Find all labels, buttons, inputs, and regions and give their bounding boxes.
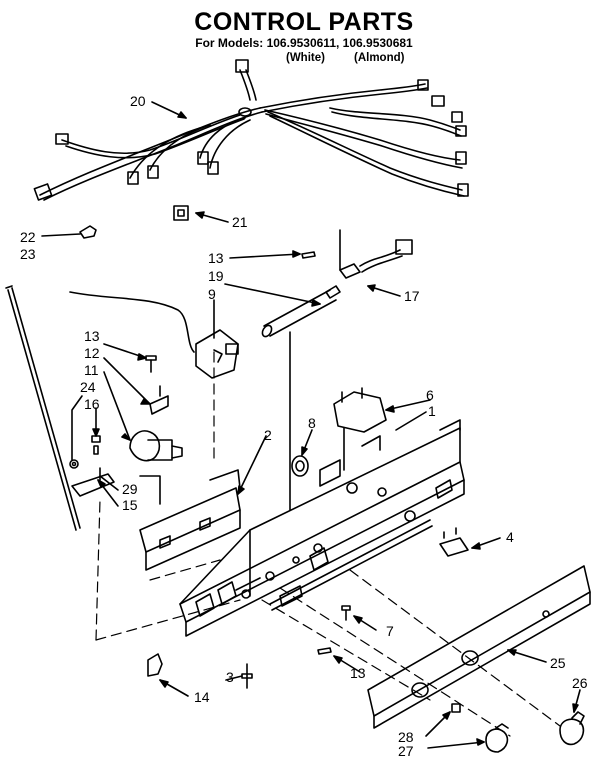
callout-21: 21 (232, 214, 248, 230)
callout-2: 2 (264, 427, 272, 443)
control-9-capillary (69, 291, 239, 379)
callout-15: 15 (122, 497, 138, 513)
callout-4: 4 (506, 529, 514, 545)
thermostat-bulb-17 (339, 229, 413, 279)
callout-14: 14 (194, 689, 210, 705)
control-panel-25 (367, 565, 591, 729)
callout-7: 7 (386, 623, 394, 639)
variant-almond: (Almond) (354, 52, 405, 64)
callout-13-b: 13 (84, 328, 100, 344)
callout-16: 16 (84, 396, 100, 412)
clip-21 (173, 205, 189, 221)
control-housing-1 (179, 419, 465, 637)
clip-14 (147, 653, 163, 677)
callout-13-c: 13 (350, 665, 366, 681)
knob-8 (291, 455, 309, 477)
bracket-2 (139, 469, 241, 571)
page-title: CONTROL PARTS (194, 8, 414, 36)
bracket-12 (149, 385, 169, 415)
callout-1: 1 (428, 403, 436, 419)
screw-3 (241, 663, 253, 689)
callout-9: 9 (208, 286, 216, 302)
callout-17: 17 (404, 288, 420, 304)
callout-26: 26 (572, 675, 588, 691)
control-11 (129, 430, 183, 505)
callout-23: 23 (20, 246, 36, 262)
wire-harness (33, 59, 469, 201)
screw-7 (341, 605, 351, 621)
retainer-24 (69, 459, 79, 469)
rod-23 (5, 285, 81, 531)
callout-12: 12 (84, 345, 100, 361)
callout-3: 3 (226, 669, 234, 685)
callout-19: 19 (208, 268, 224, 284)
variant-white: (White) (286, 52, 325, 64)
callout-24: 24 (80, 379, 96, 395)
callout-25: 25 (550, 655, 566, 671)
callout-6: 6 (426, 387, 434, 403)
callout-13-a: 13 (208, 250, 224, 266)
model-numbers: For Models: 106.9530611, 106.9530681 (195, 36, 413, 50)
dashed-guides (95, 351, 561, 737)
leader-lines (41, 101, 581, 749)
tube-19 (261, 285, 341, 511)
callout-27: 27 (398, 743, 414, 759)
callout-20: 20 (130, 93, 146, 109)
switch-4 (439, 527, 469, 557)
callout-11: 11 (84, 362, 99, 378)
clip-16 (91, 435, 101, 455)
clip-22 (79, 225, 97, 239)
clip-28 (451, 703, 461, 713)
knob-26 (559, 711, 585, 746)
screw-13-upper (301, 251, 316, 259)
callout-28: 28 (398, 729, 414, 745)
callout-29: 29 (122, 481, 138, 497)
callout-8: 8 (308, 415, 316, 431)
switch-6 (333, 387, 387, 471)
screw-13-left (145, 355, 157, 373)
knob-27 (485, 723, 509, 753)
callout-22: 22 (20, 229, 36, 245)
bracket-29-15 (71, 467, 115, 497)
screw-13-lower (317, 647, 332, 655)
